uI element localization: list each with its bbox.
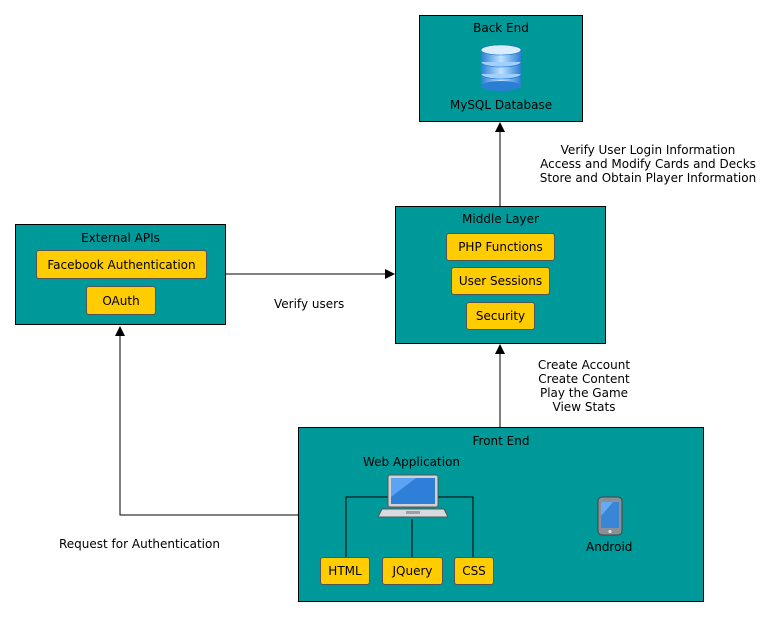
php-functions-pill: PHP Functions [446,233,555,261]
front-end-title: Front End [472,434,530,448]
android-label: Android [586,540,633,554]
middle-layer-title: Middle Layer [462,212,539,226]
security-pill: Security [466,302,535,330]
back-end-title: Back End [473,21,529,35]
edge-label-verify-users: Verify users [274,297,345,311]
laptop-icon [378,474,448,518]
arrow-front-to-external [115,326,298,516]
middle-layer-box: Middle Layer PHP Functions User Sessions… [395,206,606,344]
back-end-box: Back End MySQL Database [419,15,583,122]
css-pill: CSS [454,557,494,585]
oauth-pill: OAuth [86,286,156,315]
edge-label-request-for-authentication: Request for Authentication [59,537,220,551]
web-application-label: Web Application [363,455,461,469]
front-end-box: Front End Web Application HTML JQuery CS… [298,427,704,602]
external-apis-box: External APIs Facebook Authentication OA… [15,224,226,325]
smartphone-icon [597,496,623,536]
mysql-database-label: MySQL Database [449,98,553,112]
html-pill: HTML [320,557,370,585]
user-sessions-pill: User Sessions [451,267,550,295]
jquery-pill: JQuery [382,557,443,585]
external-apis-title: External APIs [81,231,160,245]
database-icon [480,44,522,91]
facebook-authentication-pill: Facebook Authentication [36,250,207,279]
edge-label-middle-to-backend: Verify User Login Information Access and… [539,143,757,185]
edge-label-front-to-middle: Create Account Create Content Play the G… [537,358,631,414]
